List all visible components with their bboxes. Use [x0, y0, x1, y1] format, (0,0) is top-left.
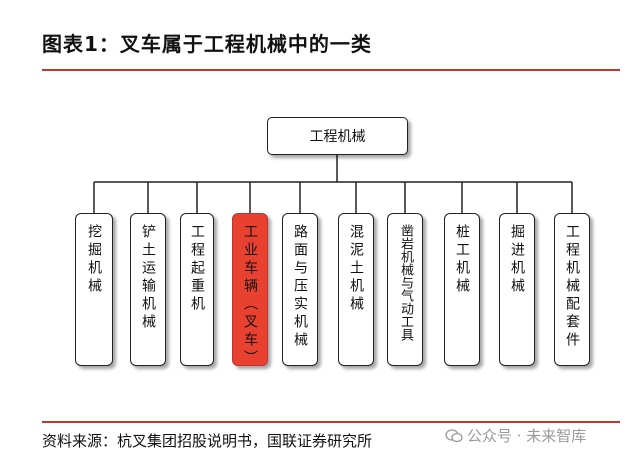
child-label: 凿岩机械与气动工具	[398, 224, 413, 341]
child-node-road-compaction: 路面与压实机械	[282, 213, 318, 366]
root-label: 工程机械	[309, 129, 366, 145]
child-node-excavation: 挖掘机械	[75, 213, 113, 366]
child-node-parts: 工程机械配套件	[554, 213, 590, 366]
footer-divider	[42, 421, 620, 423]
child-label: 铲土运输机械	[140, 224, 156, 332]
child-node-earthmoving: 铲土运输机械	[130, 213, 166, 366]
child-node-crane: 工程起重机	[180, 213, 214, 366]
child-node-tunneling: 掘进机械	[499, 213, 535, 366]
child-label: 混泥土机械	[348, 224, 364, 314]
child-node-piling: 桩工机械	[444, 213, 480, 366]
child-label: 桩工机械	[454, 224, 470, 296]
child-label: 工业车辆（叉车）	[242, 224, 258, 368]
wechat-icon	[445, 429, 463, 443]
child-label: 工程机械配套件	[564, 224, 580, 350]
child-label: 挖掘机械	[86, 224, 102, 296]
child-node-concrete: 混泥土机械	[338, 213, 374, 366]
child-label: 工程起重机	[189, 224, 205, 314]
child-label: 路面与压实机械	[292, 224, 308, 350]
title-divider	[42, 69, 620, 71]
child-node-rock-drilling: 凿岩机械与气动工具	[387, 213, 423, 366]
watermark: 公众号 · 未来智库	[445, 425, 586, 446]
child-node-industrial-vehicle: 工业车辆（叉车）	[232, 213, 268, 368]
root-node: 工程机械	[267, 117, 408, 155]
child-label: 掘进机械	[509, 224, 525, 296]
source-note: 资料来源：杭叉集团招股说明书，国联证券研究所	[42, 432, 373, 450]
figure-title: 图表1：叉车属于工程机械中的一类	[42, 32, 372, 56]
watermark-text: 公众号 · 未来智库	[467, 427, 587, 445]
